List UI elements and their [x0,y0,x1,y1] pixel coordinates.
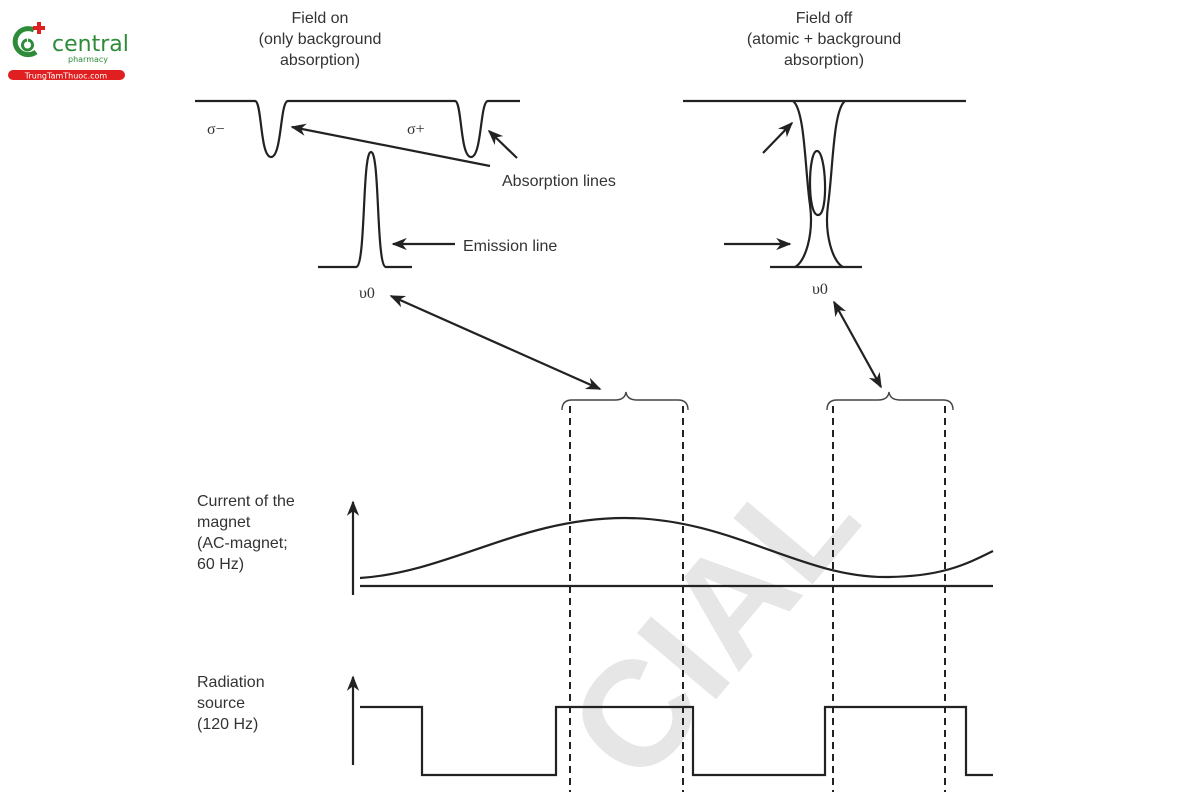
arrow-sigma-plus [487,129,518,159]
svg-text:central: central [52,32,129,57]
arrow-sigma-minus [290,123,491,168]
svg-text:Field on: Field on [292,10,349,27]
svg-text:Radiation: Radiation [197,674,265,691]
field-on-title: Field on (only background absorption) [259,10,382,69]
svg-text:pharmacy: pharmacy [68,55,108,64]
link-arrow-field-on [389,294,602,391]
svg-text:TrungTamThuoc.com: TrungTamThuoc.com [24,72,108,81]
svg-text:σ+: σ+ [407,121,425,138]
svg-text:(only background: (only background [259,31,382,48]
svg-text:(120 Hz): (120 Hz) [197,716,258,733]
radiation-square-wave [360,705,993,777]
svg-text:υ0: υ0 [812,281,828,298]
svg-text:Emission line: Emission line [463,238,557,255]
svg-text:σ−: σ− [207,121,225,138]
absorption-baseline [195,99,520,159]
brace-field-off [826,391,954,411]
svg-text:absorption): absorption) [784,52,864,69]
magnet-current-plot: Current of the magnet (AC-magnet; 60 Hz) [197,493,994,595]
svg-text:(atomic + background: (atomic + background [747,31,901,48]
svg-text:Current of the: Current of the [197,493,295,510]
brace-field-on [561,391,689,411]
svg-text:source: source [197,695,245,712]
logo-c-icon [12,26,38,58]
link-arrow-field-off [833,300,882,389]
svg-text:magnet: magnet [197,514,251,531]
field-off-spectrum: υ0 [683,99,966,298]
dashed-markers [569,406,946,792]
svg-text:Absorption lines: Absorption lines [502,173,616,190]
magnet-sine-wave [359,516,994,580]
logo: central pharmacy TrungTamThuoc.com [8,22,129,81]
svg-text:Field off: Field off [796,10,853,27]
radiation-source-plot: Radiation source (120 Hz) [197,674,993,777]
field-on-spectrum: σ− σ+ Absorption lines Emission line υ0 [195,99,616,302]
emission-line [318,150,412,269]
svg-text:60 Hz): 60 Hz) [197,556,244,573]
watermark: CIAL [536,435,890,800]
svg-text:absorption): absorption) [280,52,360,69]
svg-text:υ0: υ0 [359,285,375,302]
svg-text:(AC-magnet;: (AC-magnet; [197,535,288,552]
field-off-title: Field off (atomic + background absorptio… [747,10,901,69]
